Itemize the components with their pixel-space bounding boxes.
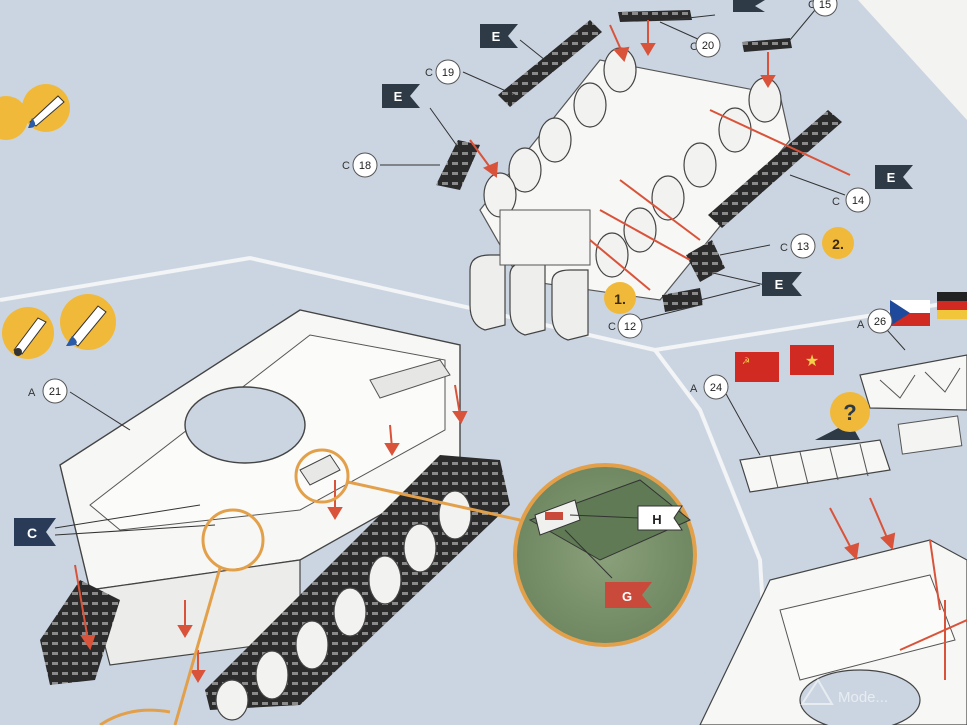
track-c14	[708, 110, 842, 228]
svg-text:C: C	[690, 41, 698, 53]
track-c18	[436, 140, 480, 190]
svg-text:21: 21	[49, 386, 61, 398]
svg-text:13: 13	[797, 241, 809, 253]
part-number-c12: C 12	[608, 313, 643, 339]
svg-text:20: 20	[702, 40, 714, 52]
paint-brush-icon-2	[2, 307, 54, 359]
part-number-a21: A 21	[28, 378, 68, 404]
svg-text:24: 24	[710, 382, 722, 394]
glue-icon-2	[60, 294, 116, 350]
svg-text:C: C	[808, 0, 816, 11]
flag-e-3	[733, 0, 765, 12]
flag-g: G	[605, 582, 652, 608]
part-number-c18: C 18	[342, 152, 378, 178]
step-badge-1: 1.	[604, 282, 636, 314]
svg-text:☭: ☭	[742, 356, 750, 366]
svg-text:C: C	[425, 67, 433, 79]
flag-e-5: E	[762, 272, 802, 296]
part-number-c15: C 15	[808, 0, 838, 17]
part-a26-shape	[859, 354, 967, 411]
main-hull	[59, 309, 461, 666]
track-c15	[742, 38, 792, 52]
svg-text:E: E	[394, 89, 403, 104]
main-track-left	[40, 580, 120, 685]
part-a24-shape	[739, 439, 891, 493]
svg-text:A: A	[857, 319, 865, 331]
decal-flag-vietnam-icon: ★	[790, 345, 834, 375]
turret-ring-opening	[184, 386, 306, 464]
glue-icon	[22, 84, 70, 132]
svg-text:C: C	[342, 160, 350, 172]
leader-a21	[69, 391, 131, 431]
svg-text:C: C	[27, 525, 37, 541]
svg-text:Mode...: Mode...	[838, 689, 888, 706]
svg-text:C: C	[608, 321, 616, 333]
zoom-detail	[513, 463, 697, 647]
svg-text:14: 14	[852, 195, 864, 207]
flag-e-4: E	[875, 165, 913, 189]
decal-flag-ussr-icon: ☭	[735, 352, 779, 382]
part-number-c20: C 20	[690, 32, 721, 58]
flag-h: H	[637, 505, 683, 531]
flag-c: C	[14, 518, 56, 546]
lower-right-hull	[699, 415, 967, 725]
part-number-c13: C 13	[780, 233, 816, 259]
track-c19	[498, 20, 602, 107]
svg-text:1.: 1.	[614, 291, 626, 307]
svg-text:26: 26	[874, 316, 886, 328]
assembly-arrows-upper	[469, 20, 851, 291]
step-badge-2: 2.	[822, 227, 854, 259]
svg-text:12: 12	[624, 321, 636, 333]
svg-text:C: C	[780, 242, 788, 254]
svg-text:19: 19	[442, 67, 454, 79]
track-c13	[686, 240, 725, 282]
svg-text:E: E	[887, 170, 896, 185]
assembly-arrows-right	[829, 497, 967, 680]
detail-callouts	[99, 448, 521, 725]
part-number-a26: A 26	[857, 308, 893, 334]
decal-flag-czech-icon	[890, 300, 930, 326]
flag-e-2: E	[382, 84, 420, 108]
flag-e-1: E	[480, 24, 518, 48]
svg-text:A: A	[28, 387, 36, 399]
leader-lines-upper	[380, 9, 846, 321]
svg-text:E: E	[492, 29, 501, 44]
part-number-a24: A 24	[690, 374, 729, 400]
main-road-wheels	[215, 490, 472, 721]
track-c12	[662, 288, 703, 312]
svg-text:E: E	[775, 277, 784, 292]
assembly-arrows-main	[74, 384, 468, 683]
question-mark-icon: ?	[815, 392, 870, 440]
svg-text:15: 15	[819, 0, 831, 11]
svg-text:2.: 2.	[832, 236, 844, 252]
decal-flag-gdr-icon	[937, 292, 967, 319]
upper-hull-assembly	[469, 47, 791, 341]
leader-c	[54, 504, 201, 529]
svg-text:?: ?	[843, 400, 856, 425]
part-number-c14: C 14	[832, 187, 871, 213]
part-number-c19: C 19	[425, 59, 461, 85]
svg-text:18: 18	[359, 160, 371, 172]
track-c20	[618, 10, 692, 22]
svg-text:H: H	[652, 512, 661, 527]
svg-text:G: G	[622, 589, 632, 604]
svg-text:★: ★	[805, 353, 819, 370]
main-track-right	[205, 455, 510, 710]
paint-brush-icon	[0, 96, 28, 140]
svg-text:A: A	[690, 383, 698, 395]
svg-text:C: C	[832, 196, 840, 208]
watermark: Mode...	[800, 678, 888, 706]
